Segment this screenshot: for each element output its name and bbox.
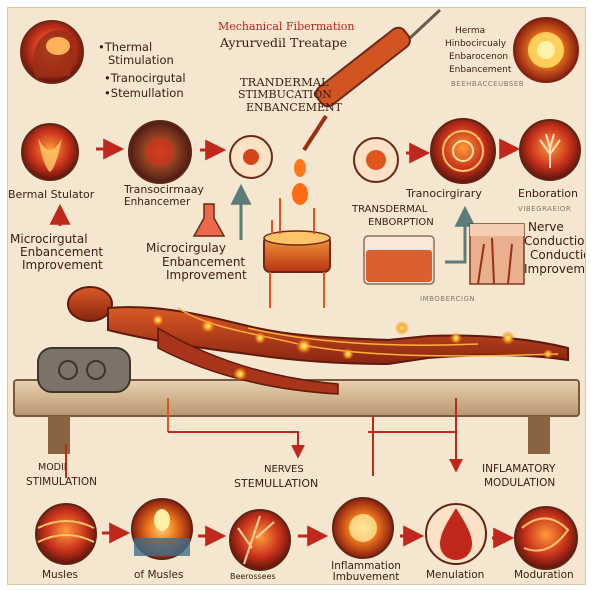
- oil-drop-icon: [426, 504, 486, 564]
- modi-label-1: MODII: [38, 463, 67, 473]
- modi-label-2: STIMULATION: [26, 477, 97, 488]
- transdermal-label-2: Enborption: [368, 218, 434, 229]
- caption-inflammation: Inflammation Imbuvement: [318, 561, 414, 583]
- caption-beerossees: Beerossees: [230, 573, 276, 581]
- micro-left-label-2: Enbancement: [20, 246, 103, 259]
- nerve-label-2: Conductio: [524, 235, 585, 248]
- concentric-rings-icon: [431, 119, 495, 183]
- thermal-sun-icon: [514, 18, 578, 82]
- top-center-label-1: Trandermal: [240, 76, 329, 88]
- caption-menulation: Menulation: [426, 570, 484, 581]
- inflammatory-label-1: INFLAMATORY: [482, 464, 555, 475]
- oil-bowl-icon: [264, 198, 330, 308]
- human-body-figure: [68, 287, 568, 394]
- mid-faint-label: IMBOBERCIGN: [420, 296, 475, 303]
- micro-left-label-3: Improvement: [22, 259, 103, 272]
- top-right-label-3: Enbarocenon: [449, 53, 508, 62]
- micro-center-label-1: Microcirgulay: [146, 242, 226, 255]
- micro-center-label-2: Enbancement: [162, 256, 245, 269]
- top-right-label-4: Enbancement: [449, 66, 511, 75]
- transdermal-label-1: Transdermal: [352, 205, 427, 216]
- nerve-label-4: Improvemer: [524, 263, 586, 276]
- right-faint-label: VIBEGRAEIOR: [518, 206, 571, 213]
- top-center-label-2: Stimbucation: [238, 89, 332, 101]
- nerves-label-1: NERVES: [264, 465, 304, 476]
- top-left-item-4: •Stemullation: [104, 87, 184, 99]
- micro-left-label-1: Microcirgutal: [10, 233, 88, 246]
- enboration-label: Enboration: [518, 188, 578, 200]
- ayurvedic-infographic-poster: Mechanical Fibermation Ayrurvedil Treata…: [7, 7, 586, 585]
- nerve-label-3: Conductio: [530, 249, 586, 262]
- flask-icon: [194, 204, 224, 236]
- top-right-label-1: Herma: [455, 27, 485, 36]
- skin-layer-icon: [470, 224, 524, 284]
- head-brain-icon: [21, 21, 83, 83]
- caption-musles: Musles: [42, 570, 78, 581]
- nerve-label-1: Nerve: [528, 221, 564, 234]
- modulation-network-icon: [515, 507, 577, 569]
- transcirc-right-label: Tranocirgirary: [406, 188, 482, 200]
- top-left-item-3: •Tranocirgutal: [104, 72, 186, 84]
- transcirc-label-1: Transocirmaay: [124, 184, 204, 196]
- dermal-label: Bermal Stulator: [8, 189, 94, 201]
- top-left-item-2: Stimulation: [108, 54, 174, 66]
- top-right-faint-label: BEEHBACCEUBSEB: [451, 81, 524, 88]
- transcirc-label-2: Enhancemer: [124, 197, 190, 208]
- glass-beaker-icon: [364, 236, 434, 284]
- treatment-table: [14, 348, 579, 454]
- title-line-2: Ayrurvedil Treatape: [220, 36, 347, 49]
- title-line-1: Mechanical Fibermation: [218, 21, 355, 33]
- micro-center-label-3: Improvement: [166, 269, 247, 282]
- caption-moduration: Moduration: [514, 570, 574, 581]
- nerves-label-2: STEMULLATION: [234, 478, 318, 490]
- top-center-label-3: Enbancement: [246, 102, 342, 114]
- inflammatory-label-2: MODULATION: [484, 478, 555, 489]
- top-right-label-2: Hinbocircualy: [445, 40, 506, 49]
- caption-of-musles: of Musles: [134, 570, 184, 581]
- top-left-item-1: •Thermal: [98, 41, 152, 53]
